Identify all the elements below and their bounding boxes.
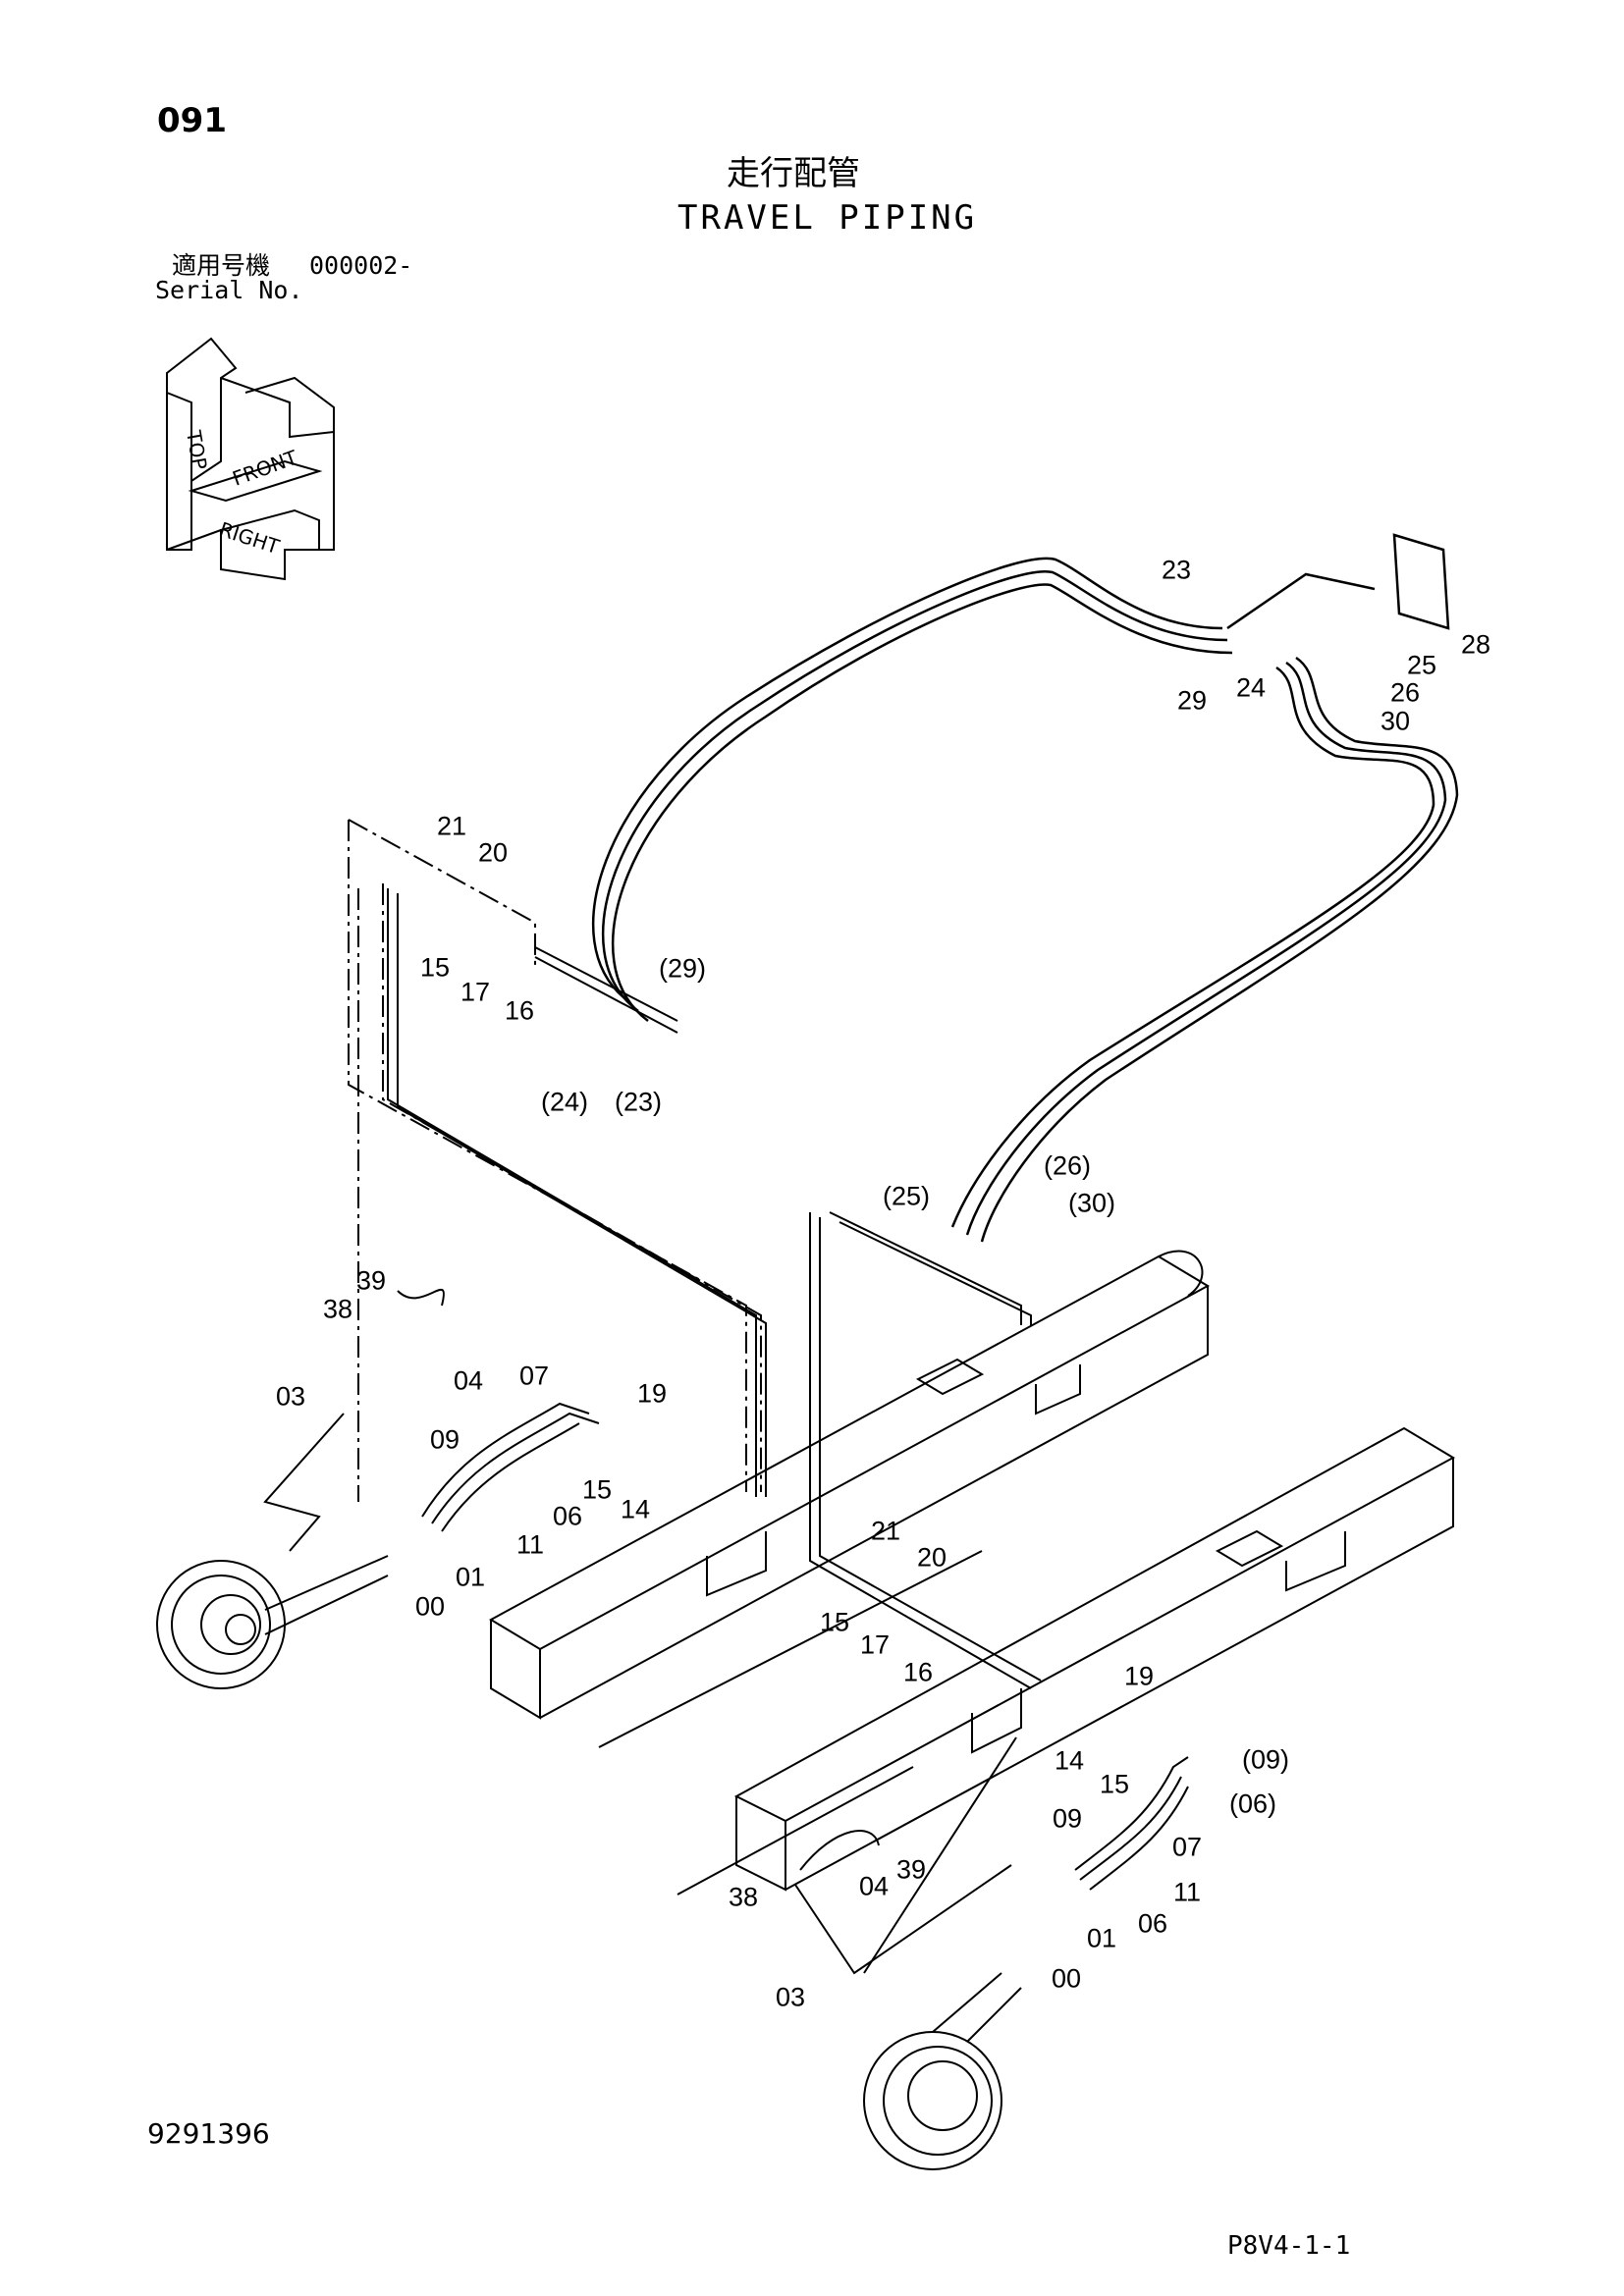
part-label: 24 [1235, 672, 1267, 703]
part-label: 30 [1380, 706, 1411, 736]
right-motor-hoses [794, 1736, 1189, 1975]
part-label: 38 [322, 1294, 353, 1324]
part-label: 19 [636, 1378, 668, 1409]
right-travel-motor [863, 1972, 1022, 2170]
part-label: 21 [436, 811, 467, 841]
upper-hose-loop [592, 533, 1459, 1243]
part-label: 19 [1123, 1661, 1155, 1691]
left-travel-motor [156, 1555, 389, 1689]
part-label: 17 [460, 977, 491, 1007]
part-label: 15 [1099, 1769, 1130, 1799]
part-label: 06 [1137, 1908, 1168, 1939]
part-label: (25) [882, 1181, 931, 1211]
part-label: 11 [1172, 1877, 1202, 1907]
part-label: 09 [1052, 1803, 1083, 1834]
icon-label-right: RIGHT [216, 517, 283, 559]
part-label: 16 [902, 1657, 934, 1687]
part-label: 15 [819, 1607, 850, 1637]
page-reference: P8V4-1-1 [1227, 2231, 1351, 2261]
undercarriage-frame [488, 1250, 1456, 1896]
part-label: 16 [504, 995, 535, 1026]
part-label: (09) [1241, 1744, 1290, 1775]
part-label: (29) [658, 953, 707, 984]
icon-label-top: TOP [182, 428, 212, 472]
document-number: 9291396 [147, 2117, 270, 2150]
part-label: 25 [1406, 650, 1437, 680]
part-label: 20 [916, 1542, 947, 1573]
part-label: 01 [1086, 1923, 1117, 1953]
part-label: (06) [1228, 1789, 1277, 1819]
part-label: 17 [859, 1629, 891, 1660]
left-motor-hoses [263, 1288, 600, 1552]
title-english: TRAVEL PIPING [677, 198, 978, 238]
part-label: 20 [477, 837, 509, 868]
part-label: 15 [581, 1474, 613, 1505]
left-pipe-frame [348, 819, 762, 1502]
part-label: 07 [518, 1361, 550, 1391]
part-label: 04 [453, 1365, 484, 1396]
serial-label-english: Serial No. [155, 276, 303, 304]
part-label: 23 [1161, 555, 1192, 585]
part-label: 38 [728, 1882, 759, 1912]
part-label: (26) [1043, 1150, 1092, 1181]
part-label: 14 [620, 1494, 651, 1524]
part-label: (24) [540, 1087, 589, 1117]
part-label: 04 [858, 1871, 890, 1901]
center-pipe-frame [809, 1211, 1042, 1689]
serial-number-value: 000002- [309, 251, 413, 280]
part-label: 03 [275, 1381, 306, 1412]
part-label: (23) [614, 1087, 663, 1117]
part-label: 06 [552, 1501, 583, 1531]
part-label: 29 [1176, 685, 1208, 716]
part-label: (30) [1067, 1188, 1116, 1218]
part-label: 11 [515, 1529, 545, 1560]
part-label: 28 [1460, 629, 1491, 660]
serial-label-japanese: 適用号機 [172, 251, 271, 280]
title-japanese: 走行配管 [727, 154, 860, 193]
page-number: 091 [157, 101, 227, 140]
orientation-icon: TOP FRONT RIGHT [166, 337, 335, 581]
part-label: 15 [419, 952, 451, 983]
part-label: 00 [1051, 1963, 1082, 1994]
part-label: 07 [1171, 1832, 1203, 1862]
part-label: 39 [355, 1265, 387, 1296]
left-pipe-lines [387, 888, 767, 1497]
part-label: 09 [429, 1424, 460, 1455]
part-label: 00 [414, 1591, 446, 1622]
part-label: 01 [455, 1562, 486, 1592]
icon-label-front: FRONT [230, 446, 301, 491]
part-label: 26 [1389, 677, 1421, 708]
part-label: 03 [775, 1982, 806, 2012]
frame-brackets [706, 1358, 1346, 1754]
part-label: 14 [1054, 1745, 1085, 1776]
part-label: 39 [895, 1854, 927, 1885]
part-label: 21 [870, 1516, 901, 1546]
